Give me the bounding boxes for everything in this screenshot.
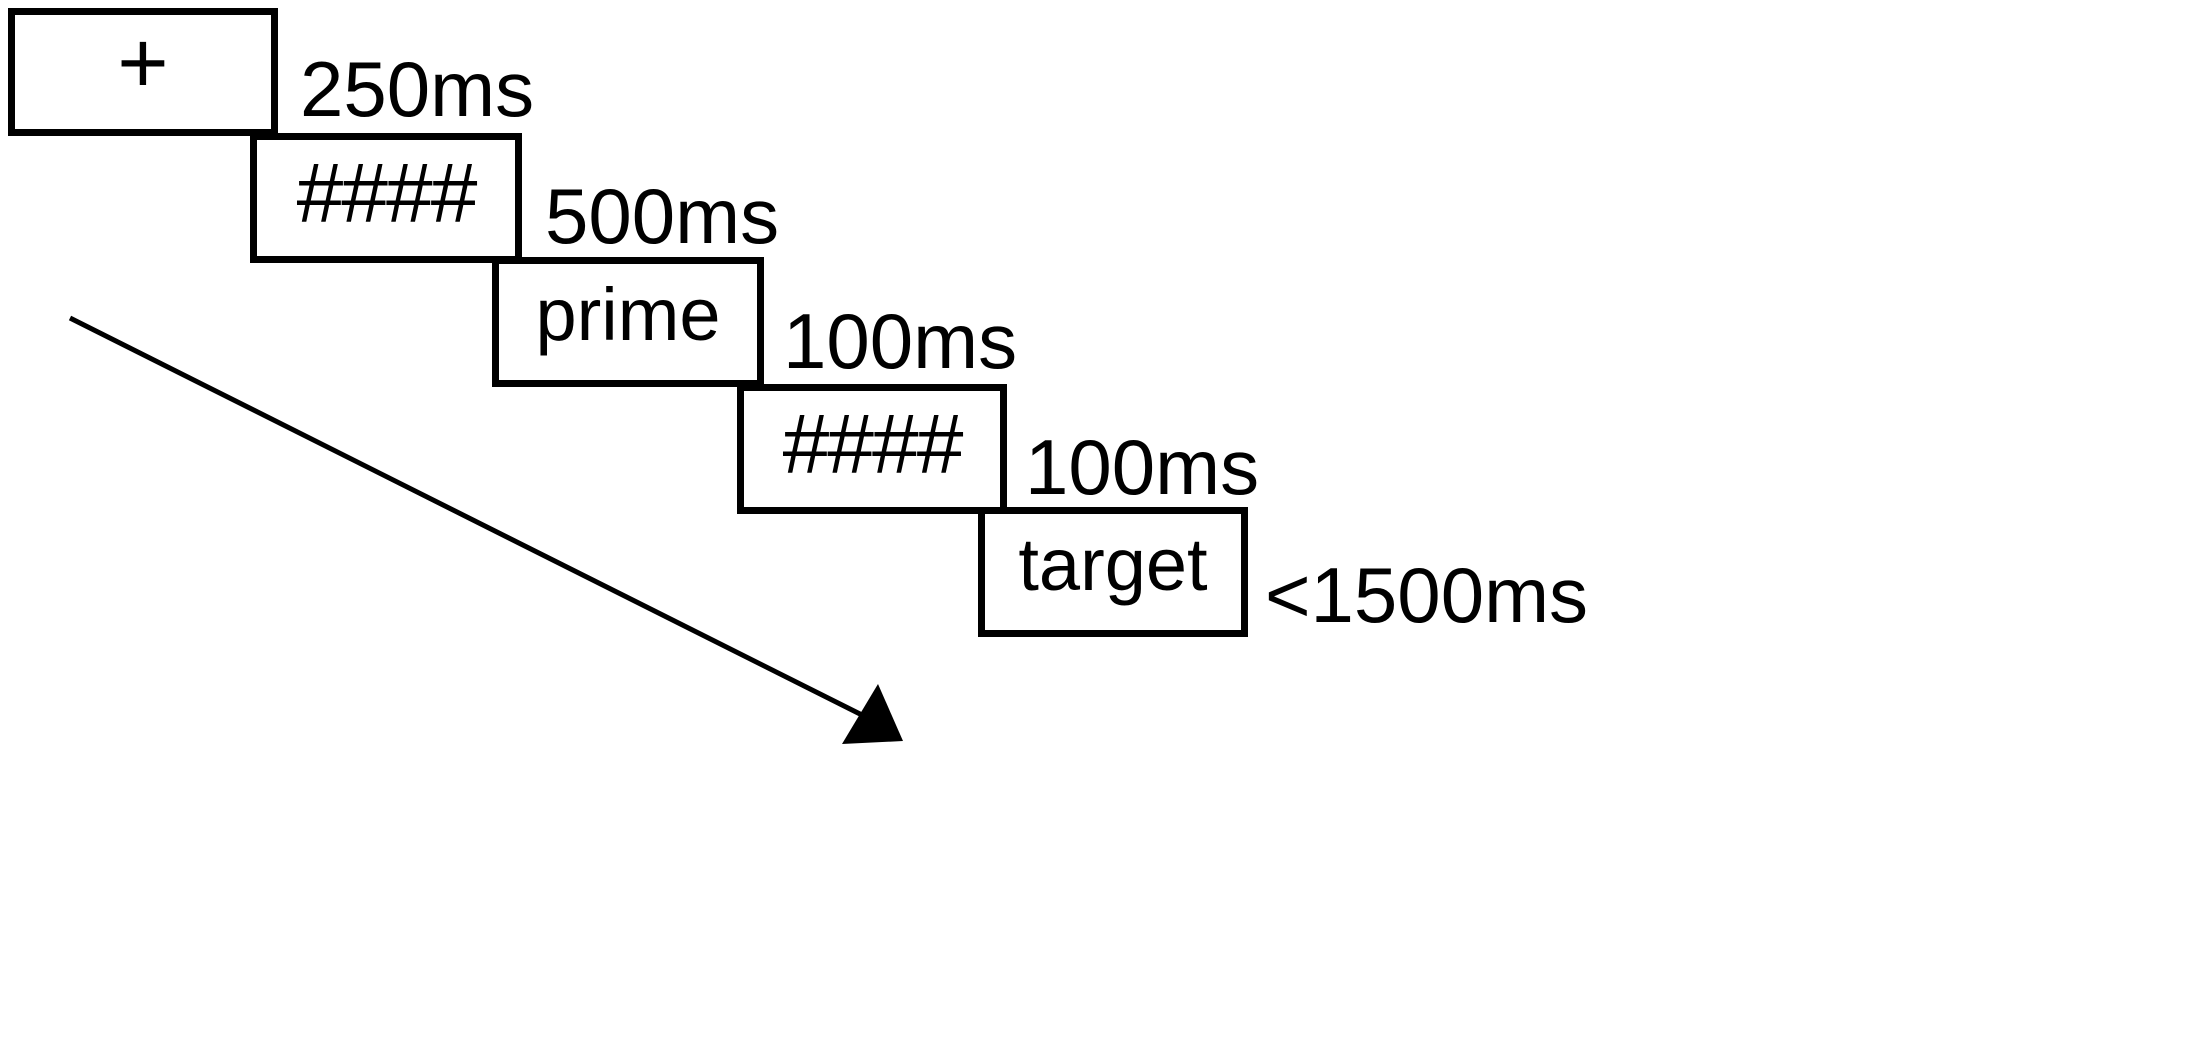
target-duration: <1500ms <box>1265 551 1589 639</box>
time-arrow-head <box>842 684 903 744</box>
target-text: target <box>1018 523 1208 606</box>
fixation-frame: + <box>8 8 278 136</box>
forward-mask-duration: 500ms <box>545 172 780 260</box>
backward-mask-duration: 100ms <box>1025 423 1260 511</box>
prime-frame: prime <box>492 257 764 387</box>
prime-duration: 100ms <box>783 297 1018 385</box>
backward-mask-frame: #### <box>737 384 1007 514</box>
prime-text: prime <box>535 273 721 356</box>
backward-mask-text: #### <box>782 397 964 491</box>
target-frame: target <box>978 507 1248 637</box>
forward-mask-text: #### <box>296 146 478 240</box>
fixation-cross: + <box>117 13 169 112</box>
forward-mask-frame: #### <box>250 133 522 263</box>
fixation-duration: 250ms <box>300 45 535 133</box>
